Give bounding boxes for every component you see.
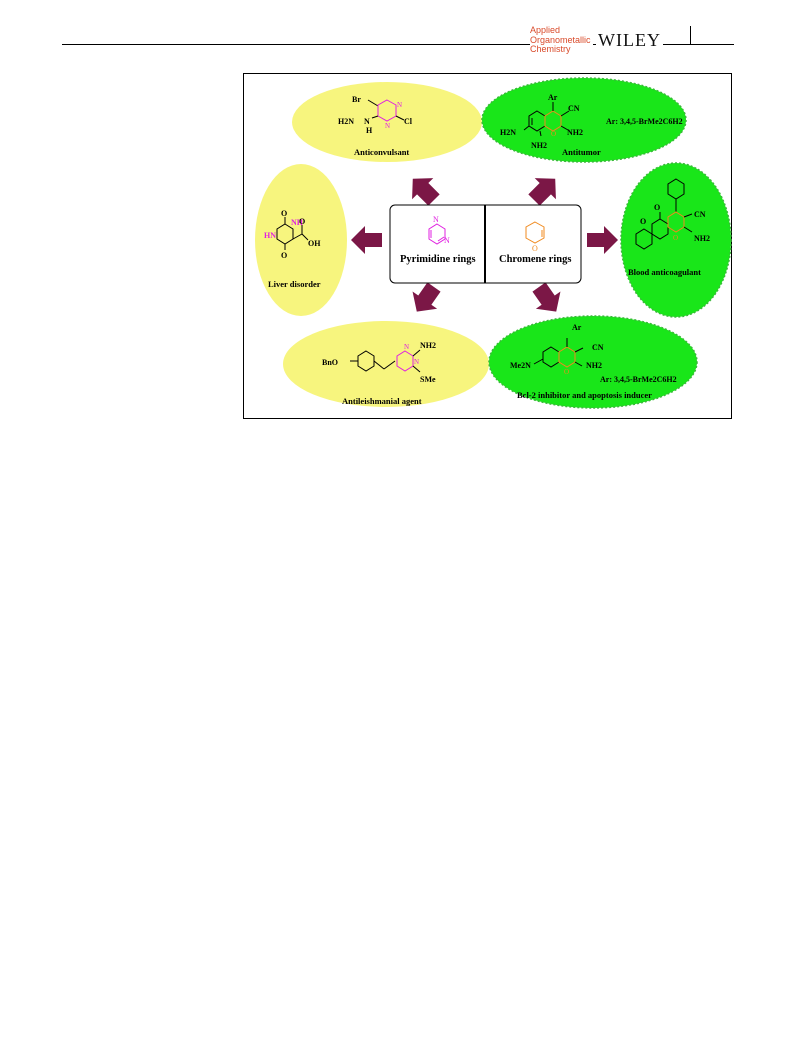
blood-anticoagulant-label: Blood anticoagulant (628, 267, 701, 277)
blood-anticoagulant-structure (635, 178, 693, 250)
bcl2-ellipse (488, 315, 698, 409)
anticonvulsant-ellipse (292, 82, 482, 162)
bcl2-me2n: Me2N (510, 361, 531, 370)
bcl2-nh2: NH2 (586, 361, 602, 370)
anticonvulsant-label: Anticonvulsant (354, 147, 409, 157)
antitumor-cn: CN (568, 104, 580, 113)
journal-line-3: Chemistry (530, 44, 571, 54)
blood-anticoagulant-ellipse (620, 162, 732, 318)
page-number-tick (690, 26, 691, 45)
arrow-to-liver-disorder (351, 226, 382, 254)
pyrimidine-ring-icon (428, 223, 446, 245)
liver-nh: NH (291, 218, 304, 227)
liver-o-acid: O (299, 217, 305, 226)
antitumor-nh2-ring: NH2 (567, 128, 583, 137)
antitumor-ar-note: Ar: 3,4,5-BrMe2C6H2 (606, 117, 683, 126)
journal-logo: Applied Organometallic Chemistry (530, 25, 593, 55)
chromene-rings-label: Chromene rings (499, 254, 571, 265)
anticonvulsant-h2n: H2N (338, 117, 354, 126)
chromene-o-atom: O (532, 244, 538, 253)
liver-disorder-ellipse (255, 164, 347, 316)
antileishmanial-sme: SMe (420, 375, 436, 384)
anticonvulsant-n: N (364, 117, 370, 126)
liver-o-bottom: O (281, 251, 287, 260)
blood-o-carbonyl: O (654, 203, 660, 212)
pyrimidine-n2: N (444, 236, 450, 245)
bcl2-ar: Ar (572, 323, 582, 332)
bcl2-ar-note: Ar: 3,4,5-BrMe2C6H2 (600, 375, 677, 384)
antileishmanial-structure (350, 349, 421, 373)
antitumor-h2n: H2N (500, 128, 516, 137)
liver-disorder-label: Liver disorder (268, 279, 321, 289)
antileishmanial-n1: N (404, 343, 409, 351)
antileishmanial-bno: BnO (322, 358, 338, 367)
arrow-to-anticonvulsant (412, 178, 440, 206)
antileishmanial-label: Antileishmanial agent (342, 396, 422, 406)
antileishmanial-nh2: NH2 (420, 341, 436, 350)
bcl2-structure (533, 338, 584, 368)
journal-line-1: Applied (530, 25, 561, 35)
header-rule (62, 44, 734, 45)
blood-cn: CN (694, 210, 706, 219)
bcl2-o: O (564, 368, 569, 376)
blood-o-pyran: O (673, 234, 678, 242)
anticonvulsant-h: H (366, 126, 373, 135)
antitumor-ellipse (481, 77, 687, 163)
antileishmanial-ellipse (283, 321, 489, 407)
antitumor-structure (523, 102, 570, 137)
pyrimidine-n1: N (433, 215, 439, 224)
publisher-logo: WILEY (596, 30, 663, 50)
anticonvulsant-br: Br (352, 95, 361, 104)
liver-hn: HN (264, 231, 276, 240)
bcl2-label: Bcl-2 inhibitor and apoptosis inducer (517, 390, 652, 400)
liver-oh: OH (308, 239, 321, 248)
liver-disorder-structure (276, 217, 309, 250)
figure-panel: N N Pyrimidine rings O Chromene rings Br… (243, 73, 732, 419)
anticonvulsant-ring-n1: N (397, 101, 402, 109)
pyrimidine-rings-label: Pyrimidine rings (400, 254, 476, 265)
liver-o-top: O (281, 209, 287, 218)
anticonvulsant-cl: Cl (404, 117, 413, 126)
anticonvulsant-ring-n2: N (385, 122, 390, 130)
antileishmanial-n2: N (414, 358, 419, 366)
antitumor-nh2-bottom: NH2 (531, 141, 547, 150)
antitumor-label: Antitumor (562, 147, 601, 157)
journal-line-2: Organometallic (530, 34, 591, 45)
antitumor-ar: Ar (548, 93, 558, 102)
antitumor-o: O (551, 130, 556, 138)
figure-graphic: N N Pyrimidine rings O Chromene rings Br… (255, 77, 732, 409)
arrows (351, 178, 618, 312)
arrow-to-blood-anticoagulant (587, 226, 618, 254)
arrow-to-antileishmanial (412, 282, 441, 312)
arrow-to-antitumor (528, 178, 556, 206)
bcl2-cn: CN (592, 343, 604, 352)
arrow-to-bcl2 (532, 282, 561, 312)
chromene-ring-icon (525, 221, 545, 244)
blood-nh2: NH2 (694, 234, 710, 243)
blood-o-ring: O (640, 217, 646, 226)
anticonvulsant-structure (367, 99, 405, 122)
